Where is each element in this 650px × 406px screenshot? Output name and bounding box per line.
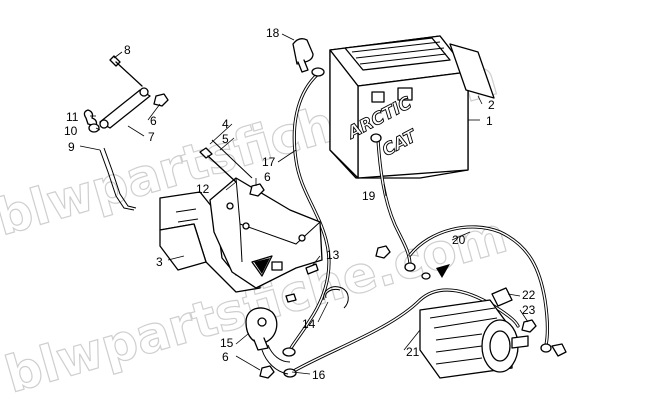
starter-motor <box>419 299 529 379</box>
callout-5: 5 <box>222 132 229 146</box>
ground-end-bolt <box>551 343 567 357</box>
bracket-bolt-long <box>199 147 237 183</box>
hold-down-rod <box>99 149 135 211</box>
strap-nut <box>153 93 169 107</box>
ground-washer <box>421 272 431 280</box>
terminal-boot <box>292 38 314 73</box>
wing-nut <box>83 109 98 127</box>
callout-14: 14 <box>302 317 316 331</box>
callout-20: 20 <box>452 233 466 247</box>
callout-22: 22 <box>522 288 536 302</box>
callout-4: 4 <box>222 117 229 131</box>
ground-cable <box>408 225 552 353</box>
callout-12: 12 <box>196 182 210 196</box>
positive-cable <box>282 67 331 357</box>
hold-down-rod-2 <box>103 147 137 209</box>
callout-17: 17 <box>262 155 276 169</box>
rod-5 <box>211 139 253 179</box>
callout-19: 19 <box>362 189 376 203</box>
starter-boot <box>491 287 513 307</box>
callout-15: 15 <box>220 336 234 350</box>
starter-cable <box>283 288 520 378</box>
ground-bolt <box>375 245 391 259</box>
battery <box>329 35 469 179</box>
callout-11: 11 <box>66 110 79 124</box>
callout-3: 3 <box>156 255 163 269</box>
callout-23: 23 <box>522 303 536 317</box>
cable-clamp <box>323 286 349 309</box>
washer <box>88 123 100 133</box>
callout-2: 2 <box>488 98 495 112</box>
callout-labels: 1 2 3 4 5 6 6 6 7 8 9 10 11 12 13 14 15 … <box>64 26 536 382</box>
arrow-marker-2 <box>254 258 270 274</box>
solenoid-wires <box>261 344 291 375</box>
callout-16: 16 <box>312 368 326 382</box>
callout-10: 10 <box>64 124 78 138</box>
callout-6-top: 6 <box>150 114 157 128</box>
callout-21: 21 <box>406 345 420 359</box>
leader-lines <box>79 33 529 375</box>
battery-label-sticker <box>449 43 495 99</box>
strap-bolt <box>109 55 143 87</box>
hold-down-strap <box>99 87 151 129</box>
bracket-nut <box>249 183 265 197</box>
solenoid-nut <box>259 365 275 379</box>
negative-cable <box>370 133 416 272</box>
callout-6-bottom: 6 <box>222 350 229 364</box>
callout-8: 8 <box>124 43 131 57</box>
arrow-marker-1 <box>436 264 450 278</box>
callout-18: 18 <box>266 26 280 40</box>
callout-6-bracket: 6 <box>264 170 271 184</box>
callout-7: 7 <box>148 130 155 144</box>
starter-solenoid <box>245 307 278 351</box>
callout-1: 1 <box>486 114 493 128</box>
starter-nut <box>521 319 537 333</box>
callout-9: 9 <box>68 140 75 154</box>
callout-13: 13 <box>326 248 340 262</box>
tray-bolt <box>285 293 297 303</box>
battery-bracket <box>209 177 323 289</box>
